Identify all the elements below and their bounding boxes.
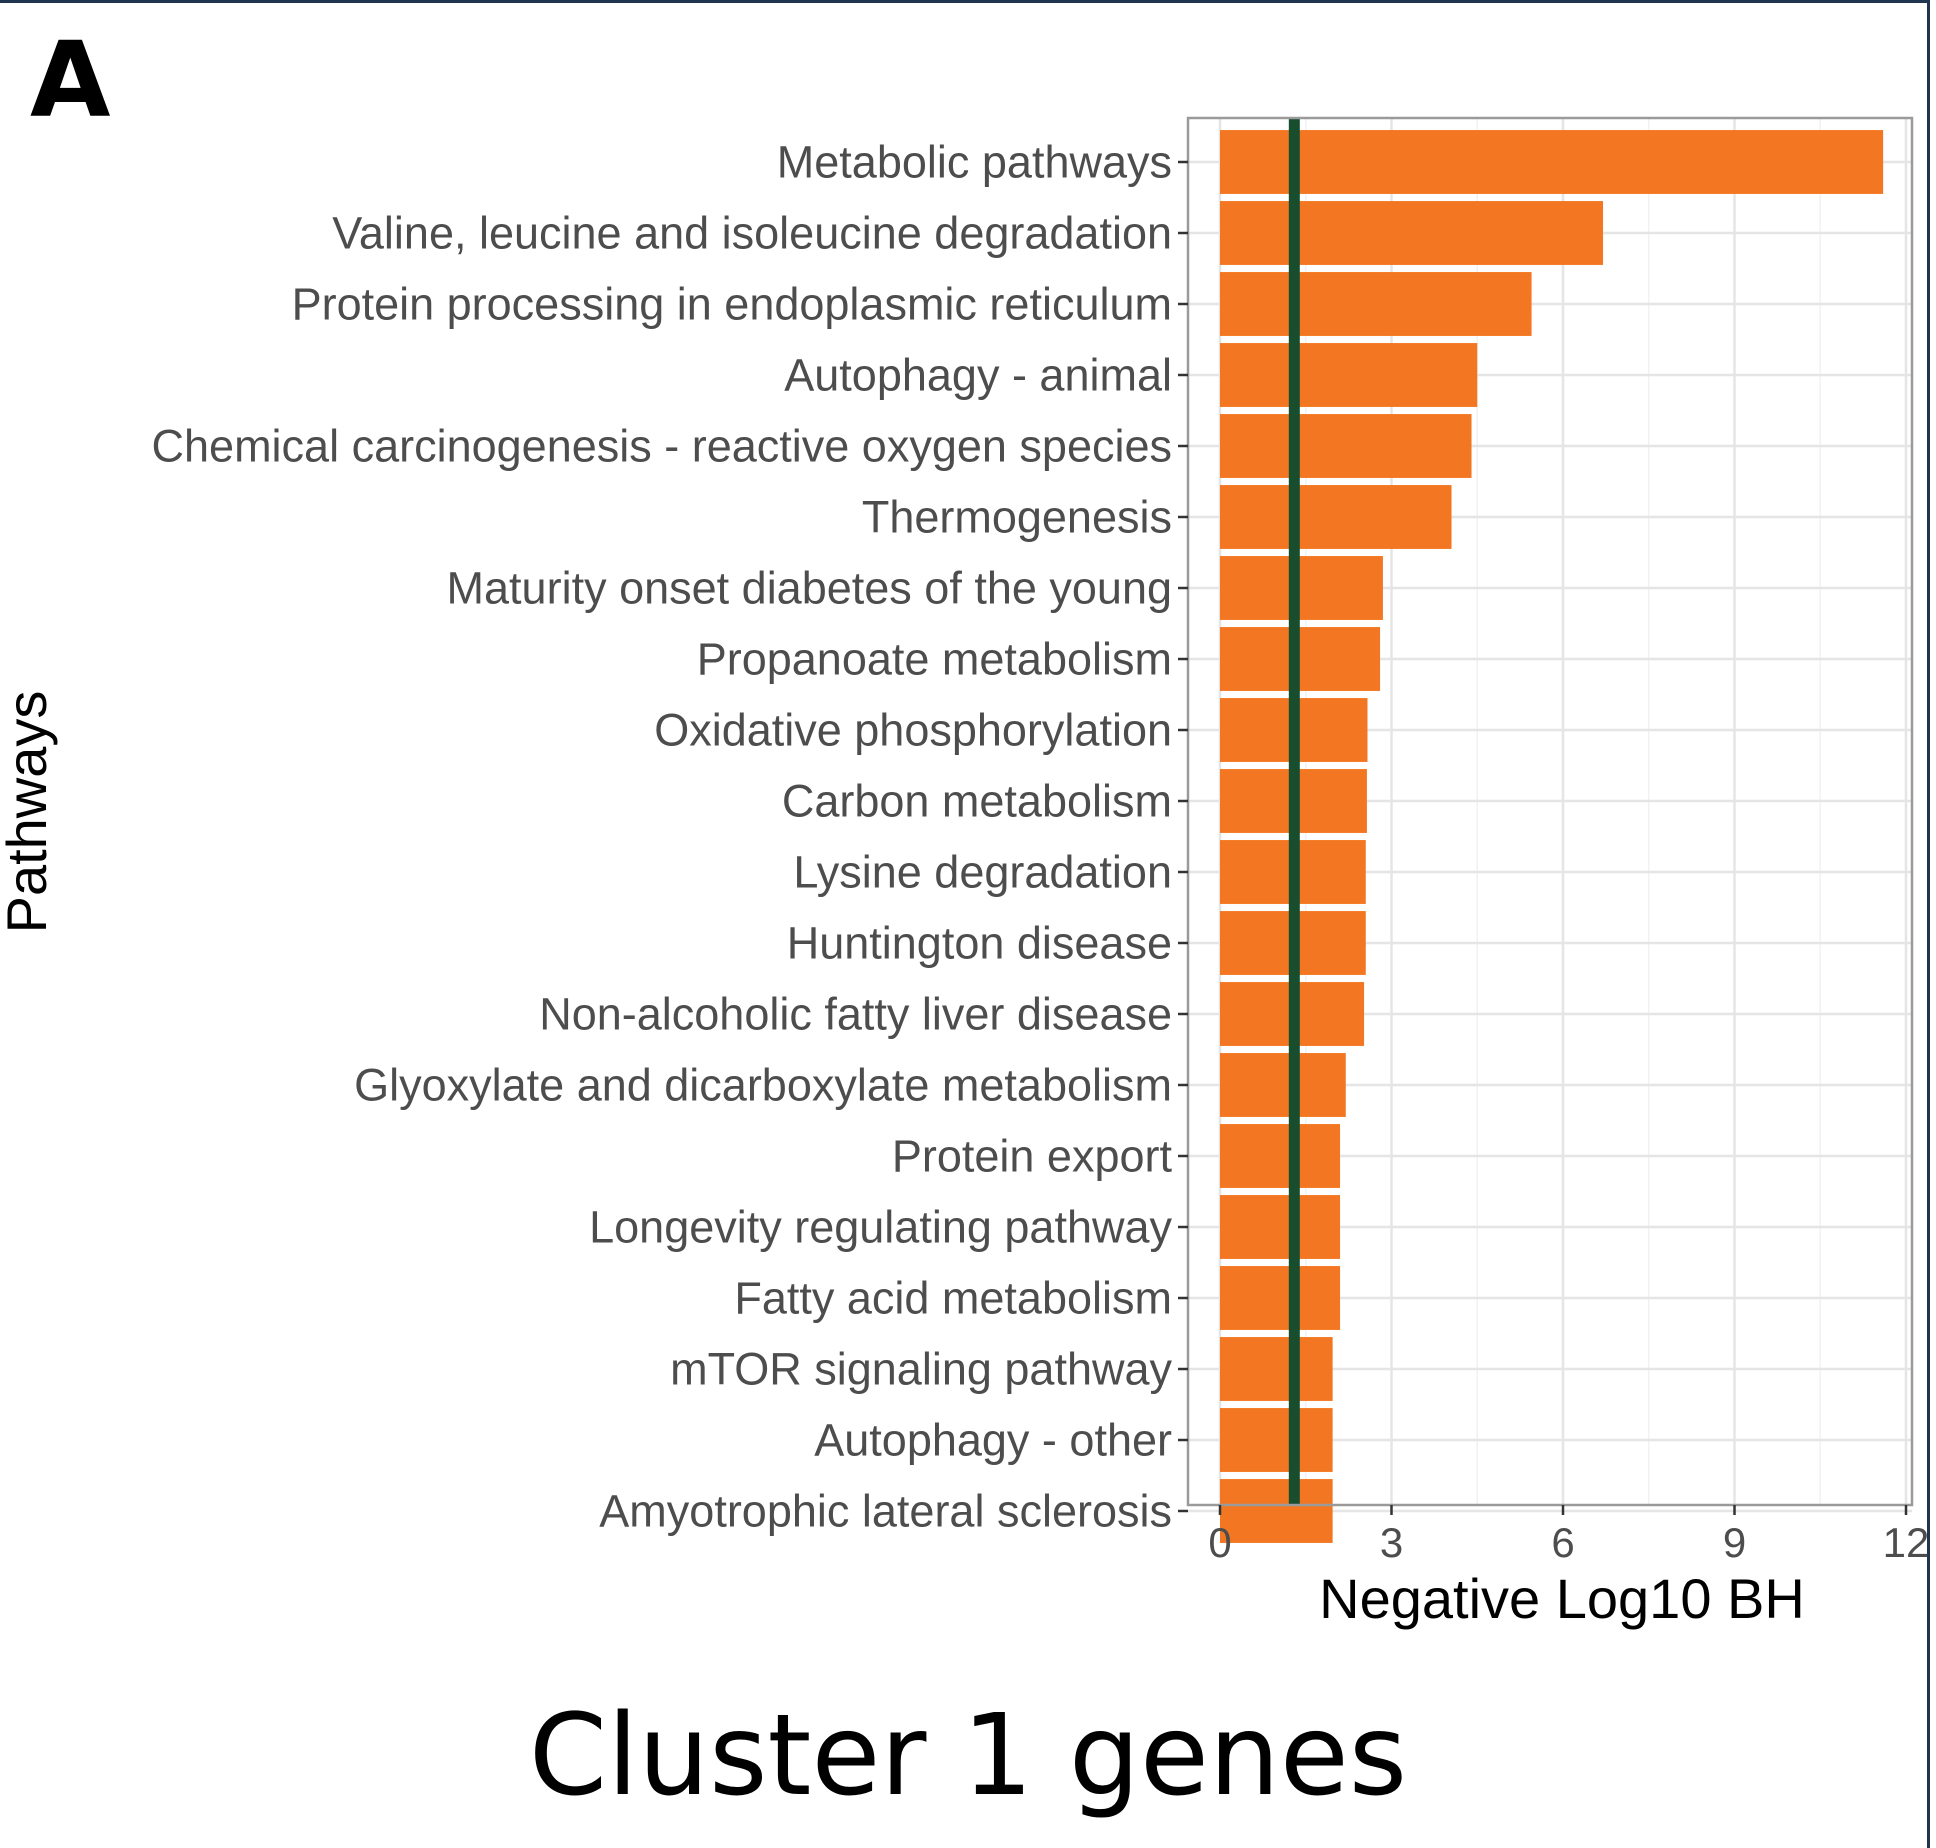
bar xyxy=(1220,1408,1333,1472)
bar xyxy=(1220,130,1884,194)
category-label: Carbon metabolism xyxy=(782,776,1172,827)
panel-label: A xyxy=(30,19,111,141)
bar xyxy=(1220,272,1532,336)
x-axis-title: Negative Log10 BH xyxy=(1319,1567,1805,1630)
bar xyxy=(1220,1479,1333,1543)
category-label: Metabolic pathways xyxy=(777,137,1172,188)
figure-caption: Cluster 1 genes xyxy=(528,1691,1408,1821)
category-label: mTOR signaling pathway xyxy=(670,1344,1172,1395)
category-label: Huntington disease xyxy=(787,918,1172,969)
bars xyxy=(1220,130,1884,1543)
category-label: Valine, leucine and isoleucine degradati… xyxy=(332,208,1172,259)
bar xyxy=(1220,414,1472,478)
category-label: Chemical carcinogenesis - reactive oxyge… xyxy=(152,421,1172,472)
category-label: Fatty acid metabolism xyxy=(734,1273,1172,1324)
x-axis-ticks: 0 3 6 9 12 xyxy=(1208,1505,1929,1566)
category-label: Oxidative phosphorylation xyxy=(654,705,1172,756)
x-tick-label: 12 xyxy=(1883,1519,1930,1566)
bar xyxy=(1220,1124,1341,1188)
category-label: Protein export xyxy=(892,1131,1173,1182)
x-tick-label: 0 xyxy=(1208,1519,1231,1566)
category-label: Longevity regulating pathway xyxy=(589,1202,1172,1253)
category-label: Amyotrophic lateral sclerosis xyxy=(599,1486,1172,1537)
bar xyxy=(1220,1195,1341,1259)
bar xyxy=(1220,1337,1333,1401)
category-label: Propanoate metabolism xyxy=(697,634,1172,685)
category-label: Thermogenesis xyxy=(862,492,1172,543)
category-label: Protein processing in endoplasmic reticu… xyxy=(292,279,1172,330)
bar xyxy=(1220,201,1604,265)
x-tick-label: 9 xyxy=(1723,1519,1746,1566)
bar xyxy=(1220,627,1381,691)
y-axis-title: Pathways xyxy=(0,691,58,934)
category-label: Non-alcoholic fatty liver disease xyxy=(539,989,1172,1040)
category-label: Lysine degradation xyxy=(793,847,1172,898)
category-label: Autophagy - animal xyxy=(784,350,1172,401)
category-label: Glyoxylate and dicarboxylate metabolism xyxy=(354,1060,1172,1111)
bar xyxy=(1220,343,1478,407)
bar xyxy=(1220,556,1383,620)
bar xyxy=(1220,1266,1341,1330)
bar xyxy=(1220,1053,1346,1117)
x-tick-label: 6 xyxy=(1551,1519,1574,1566)
category-label: Autophagy - other xyxy=(814,1415,1172,1466)
bar xyxy=(1220,485,1452,549)
x-tick-label: 3 xyxy=(1380,1519,1403,1566)
category-label: Maturity onset diabetes of the young xyxy=(447,563,1172,614)
plot-border xyxy=(1186,116,1914,1507)
